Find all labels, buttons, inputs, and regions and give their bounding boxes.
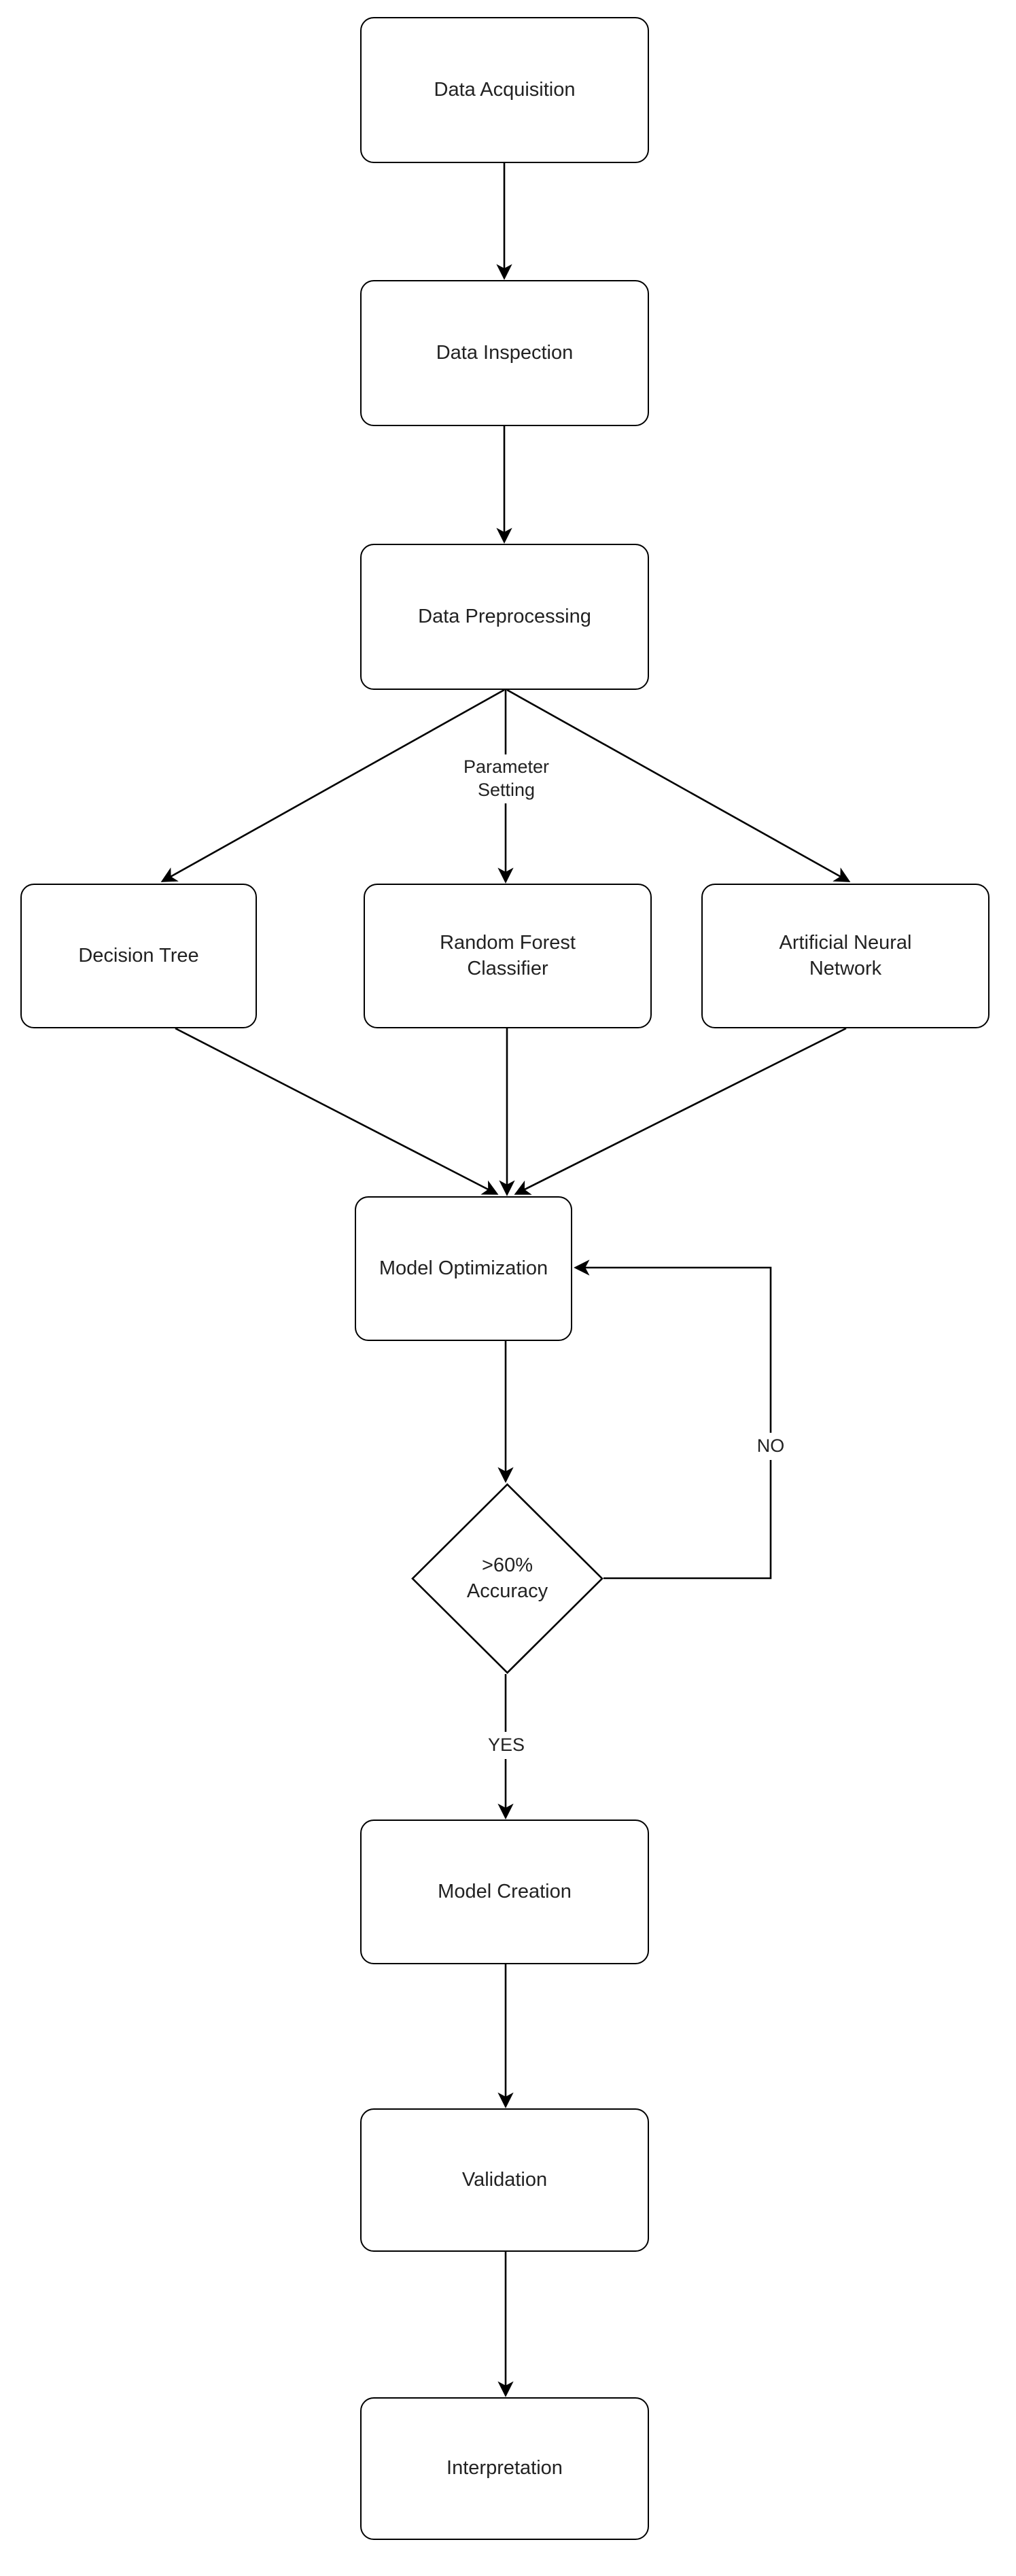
node-label-interpretation: Interpretation — [446, 2457, 563, 2479]
node-data-acquisition[interactable]: Data Acquisition — [360, 17, 649, 163]
node-label-model-creation: Model Creation — [438, 1880, 572, 1902]
edge-label-no: NO — [741, 1433, 801, 1460]
node-random-forest-classifier[interactable]: Random Forest Classifier — [364, 884, 652, 1028]
node-label-data-acquisition: Data Acquisition — [434, 78, 576, 101]
node-accuracy-check[interactable]: >60% Accuracy — [411, 1483, 603, 1674]
node-label-random-forest-classifier: Random Forest Classifier — [440, 932, 576, 979]
node-model-optimization[interactable]: Model Optimization — [355, 1196, 572, 1341]
node-label-data-inspection: Data Inspection — [436, 341, 574, 364]
node-data-preprocessing[interactable]: Data Preprocessing — [360, 544, 649, 690]
edge-accuracy-no-loop — [574, 1259, 772, 1580]
node-decision-tree[interactable]: Decision Tree — [20, 884, 257, 1028]
edge-neural-network-to-optimization — [514, 1027, 847, 1195]
node-model-creation[interactable]: Model Creation — [360, 1820, 649, 1964]
node-label-data-preprocessing: Data Preprocessing — [418, 605, 591, 627]
node-label-decision-tree: Decision Tree — [78, 944, 199, 967]
node-label-accuracy-check: >60% Accuracy — [466, 1554, 548, 1602]
node-label-model-optimization: Model Optimization — [379, 1257, 548, 1279]
node-label-artificial-neural-network: Artificial Neural Network — [779, 932, 912, 979]
edge-label-yes: YES — [469, 1732, 544, 1759]
node-artificial-neural-network[interactable]: Artificial Neural Network — [701, 884, 989, 1028]
edge-decision-tree-to-optimization — [175, 1027, 499, 1195]
node-label-validation: Validation — [461, 2168, 548, 2191]
node-validation[interactable]: Validation — [360, 2108, 649, 2252]
edge-label-parameter-setting: Parameter Setting — [425, 754, 588, 803]
node-data-inspection[interactable]: Data Inspection — [360, 280, 649, 426]
diamond-shape — [411, 1483, 603, 1674]
node-interpretation[interactable]: Interpretation — [360, 2397, 649, 2540]
